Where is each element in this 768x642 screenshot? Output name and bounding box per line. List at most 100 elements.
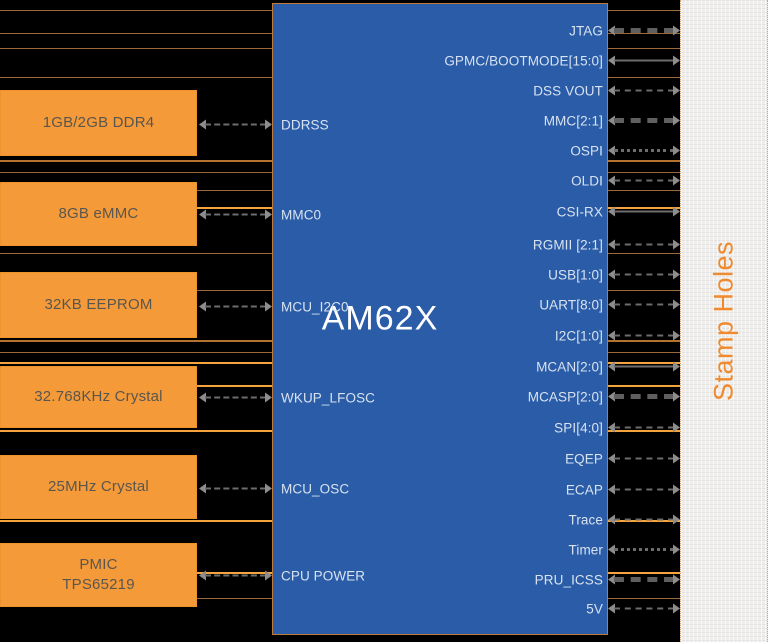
arrow-head-left-icon xyxy=(608,175,615,185)
soc-pin-label-right: SPI[4:0] xyxy=(554,420,603,436)
background-rule xyxy=(608,160,680,162)
background-rule xyxy=(0,77,272,78)
connector-line xyxy=(614,59,674,61)
arrow-head-right-icon xyxy=(673,299,680,309)
peripheral-block[interactable]: 32KB EEPROM xyxy=(0,272,197,338)
background-rule xyxy=(0,253,272,254)
soc-pin-label-left: MCU_OSC xyxy=(281,481,350,497)
soc-stamp-connector xyxy=(608,299,680,310)
arrow-head-right-icon xyxy=(673,25,680,35)
soc-stamp-connector xyxy=(608,514,680,525)
arrow-head-left-icon xyxy=(608,206,615,216)
arrow-head-left-icon xyxy=(199,119,206,129)
soc-pin-label-right: MCAN[2:0] xyxy=(536,359,603,375)
arrow-head-left-icon xyxy=(199,301,206,311)
peripheral-block[interactable]: 25MHz Crystal xyxy=(0,455,197,519)
soc-pin-label-right: OLDI xyxy=(571,173,603,189)
arrow-head-left-icon xyxy=(608,85,615,95)
arrow-head-left-icon xyxy=(608,544,615,554)
connector-line xyxy=(614,303,674,305)
connector-line xyxy=(614,334,674,336)
arrow-head-right-icon xyxy=(673,484,680,494)
arrow-head-right-icon xyxy=(673,206,680,216)
soc-pin-label-right: RGMII [2:1] xyxy=(532,237,603,253)
arrow-head-right-icon xyxy=(673,269,680,279)
soc-stamp-connector xyxy=(608,330,680,341)
arrow-head-left-icon xyxy=(608,55,615,65)
peripheral-block[interactable]: 1GB/2GB DDR4 xyxy=(0,90,197,156)
soc-pin-label-right: ECAP xyxy=(565,482,603,498)
arrow-head-right-icon xyxy=(673,453,680,463)
soc-stamp-connector xyxy=(608,115,680,126)
soc-stamp-connector xyxy=(608,239,680,250)
background-rule xyxy=(608,520,680,522)
background-rule xyxy=(0,340,272,342)
soc-stamp-connector xyxy=(608,603,680,614)
soc-pin-label-left: MCU_I2C0 xyxy=(281,299,349,315)
arrow-head-right-icon xyxy=(673,574,680,584)
peripheral-label: 8GB eMMC xyxy=(58,204,139,222)
soc-stamp-connector xyxy=(608,422,680,433)
arrow-head-left-icon xyxy=(199,570,206,580)
soc-stamp-connector xyxy=(608,175,680,186)
background-rule xyxy=(608,430,680,432)
soc-pin-label-left: MMC0 xyxy=(281,207,322,223)
arrow-head-left-icon xyxy=(608,574,615,584)
background-rule xyxy=(608,572,680,574)
peripheral-block[interactable]: PMIC TPS65219 xyxy=(0,543,197,607)
soc-stamp-connector xyxy=(608,55,680,66)
connector-line xyxy=(614,89,674,91)
arrow-head-right-icon xyxy=(265,392,272,402)
background-rule xyxy=(608,598,680,599)
soc-pin-label-right: 5V xyxy=(586,601,603,617)
peripheral-label: 25MHz Crystal xyxy=(48,477,149,495)
background-rule xyxy=(0,48,272,49)
soc-pin-label-right: JTAG xyxy=(569,23,603,39)
connector-line xyxy=(614,488,674,490)
peripheral-label: 32.768KHz Crystal xyxy=(34,387,163,405)
arrow-head-left-icon xyxy=(608,391,615,401)
arrow-head-left-icon xyxy=(199,483,206,493)
peripheral-connector xyxy=(199,392,272,403)
soc-pin-label-right: OSPI xyxy=(570,143,603,159)
connector-line xyxy=(205,123,266,125)
soc-stamp-connector xyxy=(608,574,680,585)
arrow-head-right-icon xyxy=(673,239,680,249)
connector-line xyxy=(614,457,674,459)
background-rule xyxy=(608,340,680,342)
soc-stamp-connector xyxy=(608,25,680,36)
background-rule xyxy=(608,253,680,254)
soc-stamp-connector xyxy=(608,484,680,495)
peripheral-connector xyxy=(199,483,272,494)
arrow-head-right-icon xyxy=(673,145,680,155)
connector-line xyxy=(205,305,266,307)
background-rule xyxy=(0,172,272,173)
peripheral-connector xyxy=(199,301,272,312)
peripheral-block[interactable]: 32.768KHz Crystal xyxy=(0,366,197,428)
connector-line xyxy=(205,396,266,398)
arrow-head-right-icon xyxy=(673,115,680,125)
connector-line xyxy=(614,210,674,212)
background-rule xyxy=(608,385,680,387)
arrow-head-right-icon xyxy=(265,119,272,129)
arrow-head-right-icon xyxy=(673,85,680,95)
connector-line xyxy=(205,487,266,489)
soc-pin-label-right: Timer xyxy=(568,542,603,558)
peripheral-connector xyxy=(199,570,272,581)
background-rule xyxy=(0,362,272,364)
peripheral-block[interactable]: 8GB eMMC xyxy=(0,182,197,246)
soc-stamp-connector xyxy=(608,544,680,555)
background-rule xyxy=(608,290,680,291)
arrow-head-left-icon xyxy=(608,145,615,155)
connector-line xyxy=(614,426,674,428)
peripheral-label: 32KB EEPROM xyxy=(44,295,153,313)
soc-stamp-connector xyxy=(608,453,680,464)
background-rule xyxy=(608,77,680,78)
arrow-head-right-icon xyxy=(673,175,680,185)
peripheral-connector xyxy=(199,209,272,220)
background-rule xyxy=(608,172,680,173)
peripheral-label: 1GB/2GB DDR4 xyxy=(42,113,155,131)
arrow-head-right-icon xyxy=(265,209,272,219)
